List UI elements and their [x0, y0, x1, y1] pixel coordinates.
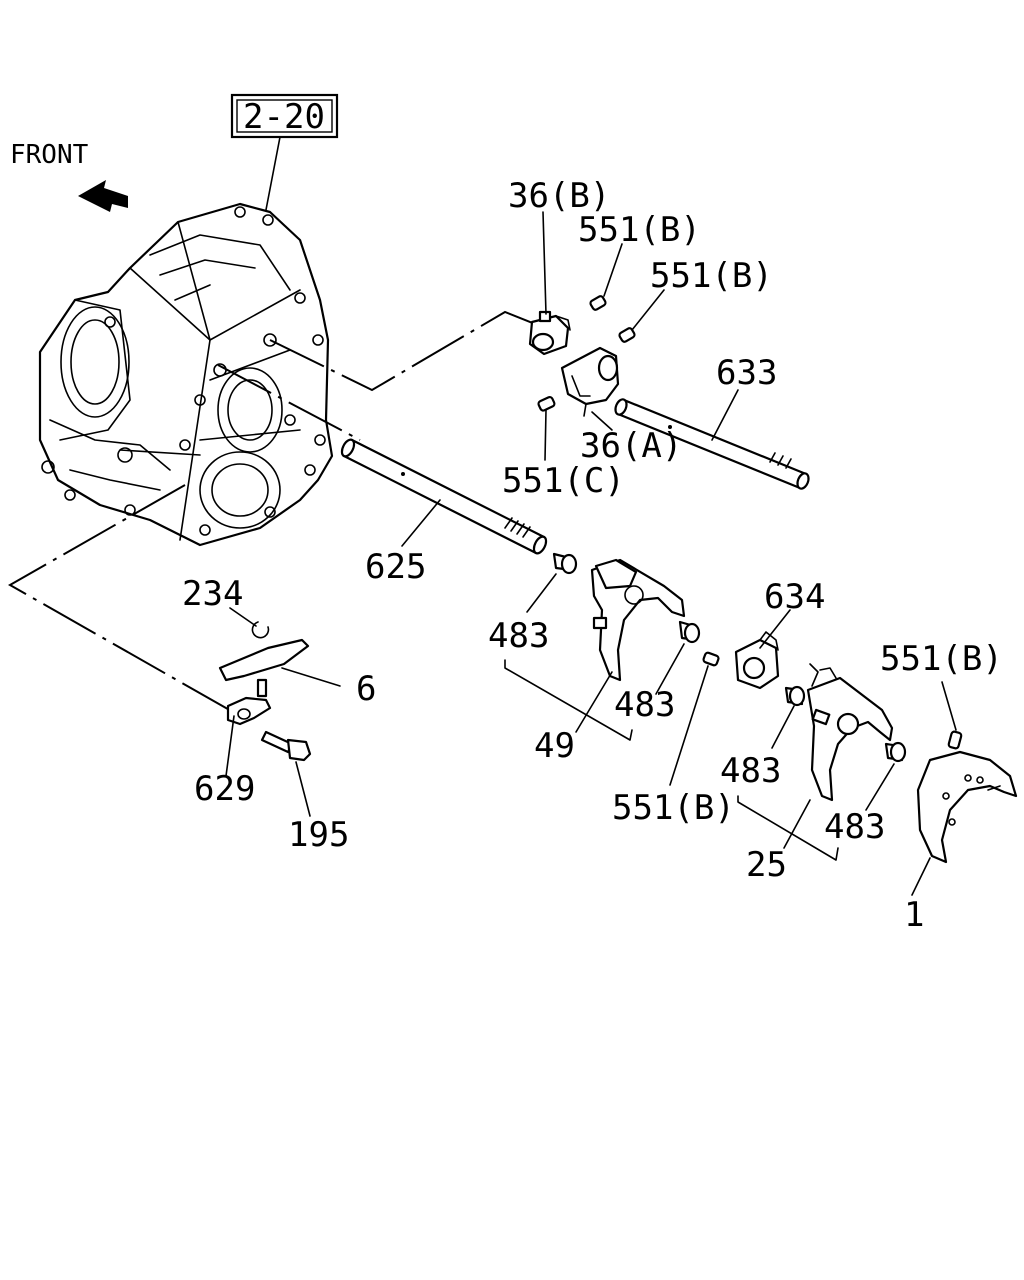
label-483[interactable]: 483: [614, 685, 675, 725]
label-234[interactable]: 234: [182, 574, 243, 614]
bushing-483: [678, 620, 701, 644]
label-483[interactable]: 483: [720, 751, 781, 791]
pin-551b: [618, 327, 636, 343]
assembly-guide-line: [7, 484, 241, 717]
front-arrow-icon: [78, 180, 128, 212]
front-label: FRONT: [10, 140, 89, 170]
reference-box[interactable]: 2-20: [230, 93, 339, 139]
label-625[interactable]: 625: [365, 547, 426, 587]
shift-block-36a: [560, 346, 620, 417]
label-551b[interactable]: 551(B): [880, 639, 1003, 679]
bolt-195: [260, 730, 312, 762]
reference-box-label: 2-20: [243, 97, 325, 137]
leader-lines: [225, 211, 957, 896]
label-483[interactable]: 483: [824, 807, 885, 847]
shift-fork-49: [590, 558, 686, 682]
label-551b[interactable]: 551(B): [612, 788, 735, 828]
leader-line: [264, 136, 281, 216]
shift-rod-625: [340, 438, 548, 555]
clutch-housing: [38, 202, 334, 547]
pin-551b: [702, 651, 720, 667]
label-629[interactable]: 629: [194, 769, 255, 809]
label-195[interactable]: 195: [288, 815, 349, 855]
part-labels: 36(B) 551(B) 551(B) 633 36(A) 551(C) 625…: [182, 176, 1003, 935]
bracket-629: [226, 678, 272, 726]
bushing-483: [784, 685, 806, 707]
label-551c[interactable]: 551(C): [502, 461, 625, 501]
plate-6: [218, 638, 310, 682]
label-49[interactable]: 49: [534, 726, 575, 766]
pin-551b: [589, 295, 607, 311]
label-551b[interactable]: 551(B): [650, 256, 773, 296]
shift-rod-633: [614, 398, 810, 490]
label-36a[interactable]: 36(A): [580, 426, 682, 466]
shift-block-36b: [528, 310, 571, 356]
pin-551b: [947, 730, 963, 750]
shift-fork-1: [916, 750, 1018, 864]
bushing-483: [884, 741, 907, 763]
label-6[interactable]: 6: [356, 669, 376, 709]
label-483[interactable]: 483: [488, 616, 549, 656]
label-634[interactable]: 634: [764, 577, 825, 617]
pin-551c: [537, 395, 556, 412]
shift-block-634: [734, 631, 780, 690]
label-36b[interactable]: 36(B): [508, 176, 610, 216]
bushing-483: [552, 552, 578, 575]
assembly-guide-line: [217, 364, 361, 441]
label-25[interactable]: 25: [746, 845, 787, 885]
assembly-guide-line: [269, 310, 546, 392]
label-633[interactable]: 633: [716, 353, 777, 393]
label-551b[interactable]: 551(B): [578, 210, 701, 250]
shift-fork-25: [806, 663, 894, 802]
label-1[interactable]: 1: [904, 895, 924, 935]
